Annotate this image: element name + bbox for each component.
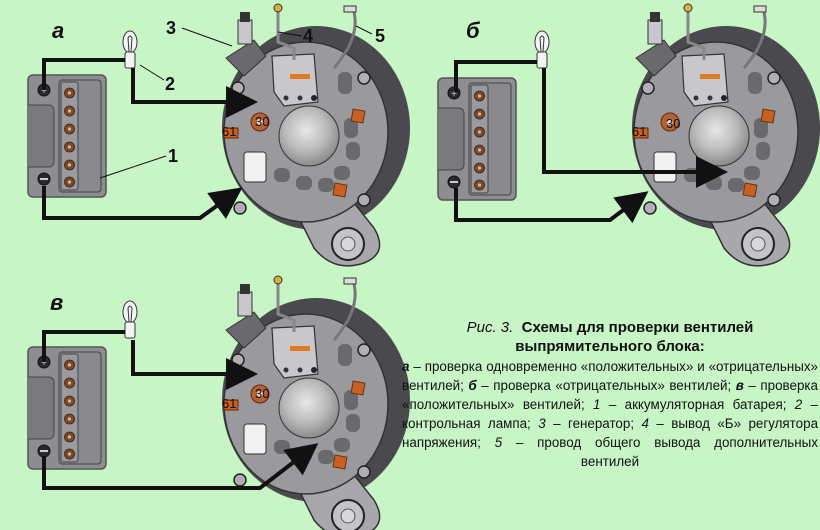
legend-text-2: – контрольная лампа; [402, 397, 819, 431]
wire-battery-plus-to-lamp [454, 60, 537, 92]
item-key-a: а [402, 359, 410, 374]
terminal-61-label: 61 [222, 396, 237, 411]
figure-caption: Рис. 3. Схемы для проверки вентилей выпр… [402, 318, 818, 471]
caption-body: а – проверка одновременно «положительных… [402, 357, 818, 471]
caption-title-line1: Схемы для проверки вентилей [521, 319, 754, 336]
legend-num-4: 4 [641, 416, 649, 431]
callout-1: 1 [168, 146, 179, 166]
control-lamp [534, 30, 550, 69]
diagram-b [437, 2, 820, 268]
item-key-v: в [735, 378, 744, 393]
legend-num-1: 1 [593, 397, 601, 412]
control-lamp [122, 300, 138, 339]
callout-4: 4 [303, 26, 314, 46]
diagram-v [27, 274, 412, 530]
battery [27, 346, 107, 470]
leader-5 [355, 25, 373, 35]
terminal-61-label: 61 [632, 124, 647, 139]
leader-2 [139, 64, 165, 81]
panel-label: а [52, 18, 65, 43]
generator [220, 274, 412, 530]
panel-v: в 61 30 [0, 270, 420, 530]
battery [437, 77, 517, 201]
terminal-61-label: 61 [222, 124, 237, 139]
wire-battery-minus-to-positive-diode [42, 443, 319, 490]
callout-5: 5 [375, 26, 386, 46]
item-text-v: – проверка «положительных» вентилей; [402, 378, 818, 412]
legend-text-5: – провод общего вывода дополнительных ве… [502, 435, 818, 469]
item-key-b: б [468, 378, 477, 393]
item-text-a: – проверка одновременно «положительных» … [402, 359, 818, 393]
panel-b: б 61 30 [420, 0, 820, 280]
control-lamp [122, 30, 138, 69]
wire-battery-minus-to-ground [42, 186, 243, 220]
figure-number: Рис. 3. [466, 319, 514, 336]
wire-battery-minus-to-ground [454, 188, 649, 224]
battery [27, 74, 107, 198]
leader-4 [277, 31, 303, 37]
panel-label: б [466, 18, 480, 43]
legend-num-3: 3 [538, 416, 546, 431]
leader-1 [99, 155, 167, 179]
leader-3 [181, 27, 233, 47]
wire-battery-plus-to-lamp [42, 58, 125, 90]
terminal-30-label: 30 [255, 114, 270, 129]
diagram-a [27, 2, 412, 268]
terminal-30-label: 30 [666, 116, 681, 131]
legend-text-1: – аккумуляторная батарея; [600, 397, 795, 412]
item-text-b: – проверка «отрицательных» вентилей; [476, 378, 736, 393]
callout-2: 2 [165, 74, 176, 94]
legend-text-4: – вывод «Б» регулятора напряжения; [402, 416, 819, 450]
callout-3: 3 [166, 18, 177, 38]
caption-title: Рис. 3. Схемы для проверки вентилей выпр… [402, 318, 818, 356]
panel-a: а 1 2 3 4 5 61 30 [0, 0, 420, 270]
caption-title-line2: выпрямительного блока: [515, 338, 705, 355]
terminal-30-label: 30 [255, 386, 270, 401]
legend-num-5: 5 [494, 435, 503, 450]
wire-lamp-to-negative-diode [542, 68, 728, 188]
legend-text-3: – генератор; [545, 416, 642, 431]
wire-lamp-to-terminal-30 [131, 340, 258, 390]
panel-label: в [50, 290, 64, 315]
legend-num-2: 2 [794, 397, 803, 412]
generator [630, 2, 820, 268]
wire-lamp-to-terminal-30 [131, 68, 258, 118]
wire-battery-plus-to-lamp [42, 330, 125, 362]
